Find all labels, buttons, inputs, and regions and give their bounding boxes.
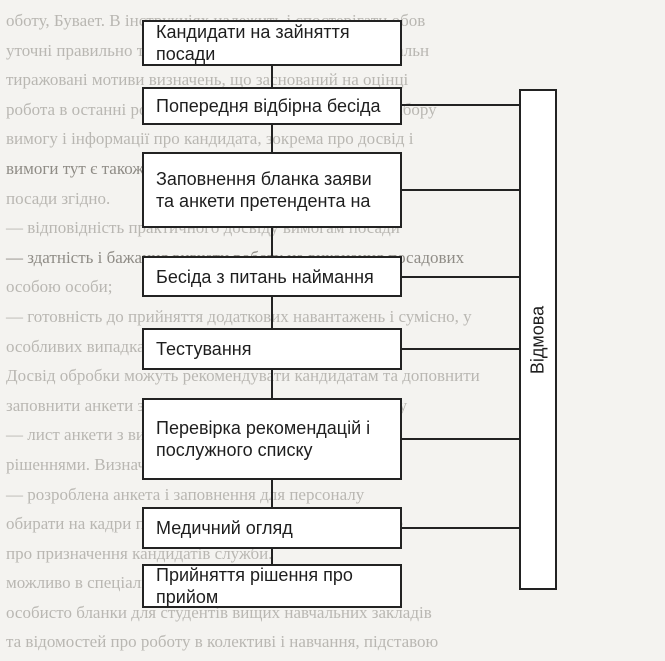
step-label: Перевірка рекомендацій і послужного спис… bbox=[156, 418, 371, 460]
step-medical-exam: Медичний огляд bbox=[142, 507, 402, 549]
step-label: Прийняття рішення про прийом bbox=[156, 565, 353, 607]
step-label: Бесіда з питань наймання bbox=[156, 266, 374, 287]
reject-box: Відмова bbox=[519, 89, 557, 590]
step-label: Заповнення бланка заяви та анкети претен… bbox=[156, 169, 372, 211]
step-hiring-interview: Бесіда з питань наймання bbox=[142, 256, 402, 297]
step-preliminary-interview: Попередня відбірна бесіда bbox=[142, 87, 402, 125]
reject-label: Відмова bbox=[527, 305, 548, 374]
step-label: Медичний огляд bbox=[156, 518, 293, 538]
step-testing: Тестування bbox=[142, 328, 402, 370]
step-reference-check: Перевірка рекомендацій і послужного спис… bbox=[142, 398, 402, 480]
step-application-form: Заповнення бланка заяви та анкети претен… bbox=[142, 152, 402, 228]
step-label: Тестування bbox=[156, 339, 252, 359]
step-candidates: Кандидати на зайняття посади bbox=[142, 20, 402, 66]
step-label: Попередня відбірна бесіда bbox=[156, 96, 381, 116]
step-hiring-decision: Прийняття рішення про прийом bbox=[142, 564, 402, 608]
step-label: Кандидати на зайняття посади bbox=[156, 22, 350, 64]
